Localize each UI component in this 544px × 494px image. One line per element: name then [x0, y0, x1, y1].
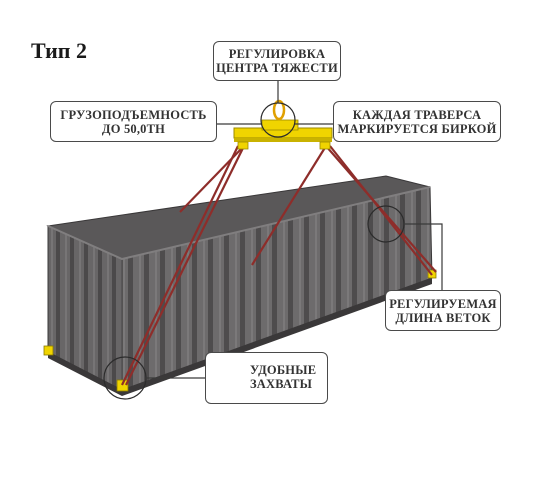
spreader-beam — [233, 119, 333, 150]
corner-grip-front-right — [116, 379, 129, 392]
callout-convenient-grips: УДОБНЫЕ ЗАХВАТЫ — [205, 352, 328, 404]
callout-beam-tag: КАЖДАЯ ТРАВЕРСА МАРКИРУЕТСЯ БИРКОЙ — [333, 101, 501, 142]
callout-gravity-adjust: РЕГУЛИРОВКА ЦЕНТРА ТЯЖЕСТИ — [213, 41, 341, 81]
master-link-icon — [272, 99, 286, 121]
corner-grip-front-left — [43, 345, 54, 356]
diagram-title: Тип 2 — [31, 38, 87, 63]
callout-adjustable-length: РЕГУЛИРУЕМАЯ ДЛИНА ВЕТОК — [385, 290, 501, 331]
leader-lines — [146, 80, 443, 379]
slings — [121, 145, 437, 386]
callout-capacity: ГРУЗОПОДЪЕМНОСТЬ ДО 50,0ТН — [50, 101, 217, 142]
